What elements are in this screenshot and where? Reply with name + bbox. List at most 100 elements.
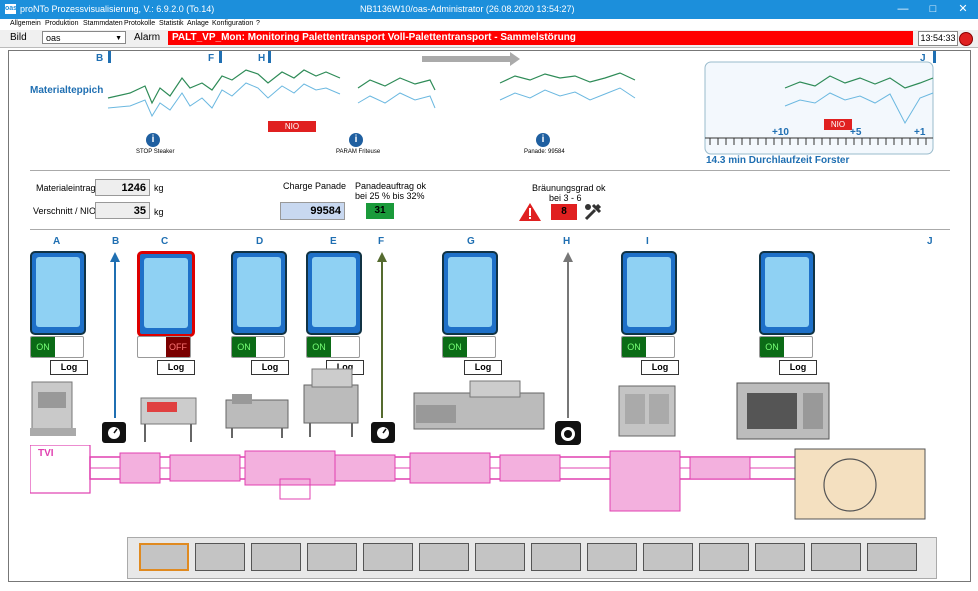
log-button-c[interactable]: Log <box>157 360 195 375</box>
machine-screen <box>144 258 188 328</box>
marker-h: H <box>258 53 266 64</box>
slot-6[interactable] <box>419 543 469 571</box>
slot-2[interactable] <box>195 543 245 571</box>
slot-12[interactable] <box>755 543 805 571</box>
verschnitt-value: 35 <box>95 202 150 219</box>
bild-label: Bild <box>10 32 27 43</box>
arrow-h-icon <box>563 252 573 418</box>
machine-panel-c[interactable] <box>137 251 195 337</box>
braeunung-range: bei 3 - 6 <box>549 193 582 203</box>
machine-image-e <box>303 368 359 437</box>
slot-7[interactable] <box>475 543 525 571</box>
scale-label-1: +1 <box>914 127 926 138</box>
braeunung-value: 8 <box>551 204 577 220</box>
toolbar: Bild oas ▼ Alarm PALT_VP_Mon: Monitoring… <box>0 30 978 48</box>
verschnitt-label: Verschnitt / NIO <box>33 206 97 216</box>
bild-select-value: oas <box>46 33 61 43</box>
slot-1[interactable] <box>139 543 189 571</box>
log-button-i[interactable]: Log <box>641 360 679 375</box>
machine-panel-d[interactable] <box>231 251 287 335</box>
scale-label-5: +5 <box>850 127 862 138</box>
slot-8[interactable] <box>531 543 581 571</box>
info-icon[interactable]: i <box>349 133 363 147</box>
machine-panel-g[interactable] <box>442 251 498 335</box>
braeunung-label: Bräunungsgrad ok <box>532 183 606 193</box>
arrow-f-icon <box>377 252 387 418</box>
warning-icon <box>519 203 541 221</box>
clock: 13:54:33 <box>918 31 958 46</box>
menu-item-konfiguration[interactable]: Konfiguration <box>212 20 254 27</box>
app-logo-icon: oas <box>5 4 18 14</box>
scale-label-10: +10 <box>772 127 789 138</box>
alarm-banner[interactable]: PALT_VP_Mon: Monitoring Palettentranspor… <box>168 31 913 45</box>
log-button-g[interactable]: Log <box>464 360 502 375</box>
toggle-state: OFF <box>166 337 190 357</box>
machine-screen <box>312 257 356 327</box>
toggle-state: ON <box>31 337 55 357</box>
materialeintrag-value: 1246 <box>95 179 150 196</box>
materialeintrag-unit: kg <box>154 183 164 193</box>
minimize-button[interactable]: — <box>897 3 909 15</box>
info-icon[interactable]: i <box>146 133 160 147</box>
info-icon[interactable]: i <box>536 133 550 147</box>
toggle-i[interactable]: ON <box>621 336 675 358</box>
toggle-g[interactable]: ON <box>442 336 496 358</box>
menu-item-allgemein[interactable]: Allgemein <box>10 20 41 27</box>
menu-item-statistik[interactable]: Statistik <box>159 20 184 27</box>
menu-item-anlage[interactable]: Anlage <box>187 20 209 27</box>
menu-item-produktion[interactable]: Produktion <box>45 20 79 27</box>
toggle-a[interactable]: ON <box>30 336 84 358</box>
machine-screen <box>448 257 492 327</box>
menu-item-help[interactable]: ? <box>256 20 260 27</box>
slot-4[interactable] <box>307 543 357 571</box>
line-label: TVI <box>38 448 54 459</box>
maximize-button[interactable]: □ <box>929 3 937 15</box>
menu-item-stammdaten[interactable]: Stammdaten <box>83 20 123 27</box>
toggle-d[interactable]: ON <box>231 336 285 358</box>
durchlaufzeit-label: 14.3 min Durchlaufzeit Forster <box>706 155 850 166</box>
slot-9[interactable] <box>587 543 637 571</box>
slot-11[interactable] <box>699 543 749 571</box>
menu-item-protokolle[interactable]: Protokolle <box>124 20 156 27</box>
chevron-down-icon: ▼ <box>115 35 122 42</box>
verschnitt-unit: kg <box>154 207 164 217</box>
toggle-state: ON <box>443 337 467 357</box>
toggle-e[interactable]: ON <box>306 336 360 358</box>
tools-icon[interactable] <box>583 202 603 222</box>
charge-panade-label: Charge Panade <box>283 181 347 191</box>
title-bar: oas proNTo Prozessvisualisierung, V.: 6.… <box>0 0 978 19</box>
slot-10[interactable] <box>643 543 693 571</box>
log-button-d[interactable]: Log <box>251 360 289 375</box>
window-title: proNTo Prozessvisualisierung, V.: 6.9.2.… <box>20 4 215 14</box>
line-layout <box>30 445 926 520</box>
close-button[interactable]: ✕ <box>958 3 968 15</box>
slot-3[interactable] <box>251 543 301 571</box>
log-button-j[interactable]: Log <box>779 360 817 375</box>
toggle-state: ON <box>622 337 646 357</box>
column-g: G <box>467 236 475 247</box>
machine-image-c <box>140 397 197 442</box>
slot-13[interactable] <box>811 543 861 571</box>
status-led-icon[interactable] <box>959 32 973 46</box>
machine-image-g <box>413 380 545 430</box>
main-panel <box>8 50 971 582</box>
alarm-label: Alarm <box>134 32 161 43</box>
machine-panel-e[interactable] <box>306 251 362 335</box>
slot-5[interactable] <box>363 543 413 571</box>
column-d: D <box>256 236 264 247</box>
machine-image-a <box>30 381 76 436</box>
toggle-j[interactable]: ON <box>759 336 813 358</box>
bild-select[interactable]: oas ▼ <box>42 31 126 44</box>
column-c: C <box>161 236 169 247</box>
machine-panel-i[interactable] <box>621 251 677 335</box>
slot-14[interactable] <box>867 543 917 571</box>
machine-panel-j[interactable] <box>759 251 815 335</box>
log-button-a[interactable]: Log <box>50 360 88 375</box>
machine-panel-a[interactable] <box>30 251 86 335</box>
toggle-c[interactable]: OFF <box>137 336 191 358</box>
info-stop-steaker: STOP Steaker <box>136 149 175 155</box>
marker-j: J <box>920 53 926 64</box>
column-j: J <box>927 236 933 247</box>
marker-f: F <box>208 53 215 64</box>
marker-b: B <box>96 53 104 64</box>
